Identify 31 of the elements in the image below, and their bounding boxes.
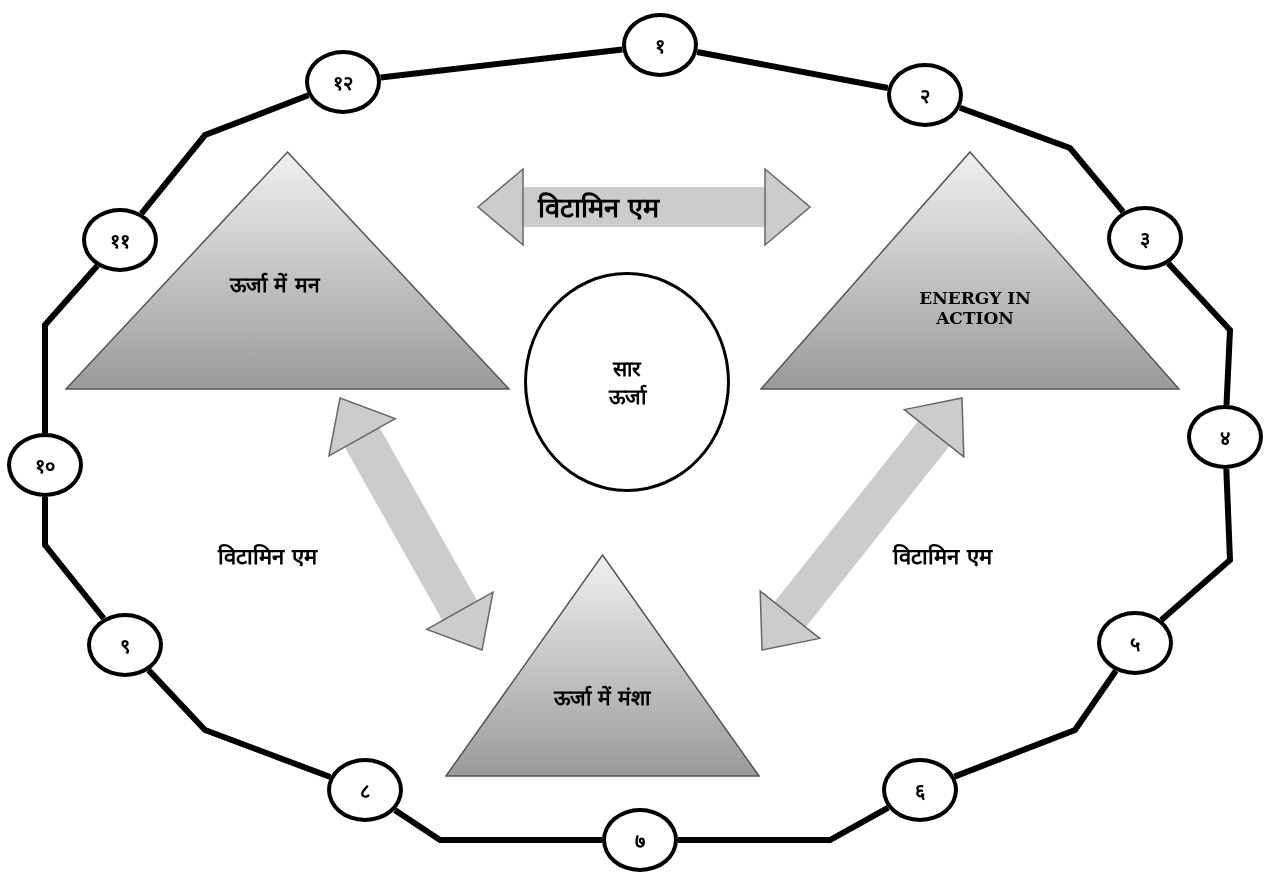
ring-line bbox=[696, 49, 889, 91]
number-oval: १२ bbox=[305, 50, 381, 114]
number-oval: ६ bbox=[882, 758, 958, 822]
number-oval: ५ bbox=[1097, 611, 1173, 675]
number-oval: ९ bbox=[87, 613, 163, 677]
ring-line bbox=[678, 804, 890, 843]
ring-line bbox=[42, 497, 107, 621]
number-oval: ४ bbox=[1187, 405, 1263, 469]
number-oval: ७ bbox=[602, 808, 678, 872]
ring-line bbox=[958, 104, 1126, 214]
triangle-label: ऊर्जा में मन bbox=[228, 271, 322, 298]
ring-line bbox=[953, 669, 1119, 780]
ring-line bbox=[393, 807, 602, 843]
number-oval: ११ bbox=[82, 208, 158, 272]
double-arrow bbox=[477, 168, 811, 246]
double-arrow bbox=[328, 397, 494, 651]
ring-line bbox=[42, 263, 100, 433]
ring-line bbox=[380, 46, 623, 81]
center-circle: सार ऊर्जा bbox=[524, 272, 730, 492]
ring-line bbox=[1166, 261, 1234, 406]
ring-line bbox=[146, 668, 332, 780]
number-oval: १० bbox=[7, 433, 83, 497]
number-oval: २ bbox=[887, 63, 963, 127]
double-arrow bbox=[759, 397, 965, 651]
triangle-label: ENERGY IN ACTION bbox=[918, 288, 1032, 328]
number-oval: १ bbox=[622, 13, 698, 77]
ring-line bbox=[139, 92, 310, 216]
ring-line bbox=[1159, 468, 1234, 623]
number-oval: ३ bbox=[1107, 206, 1183, 270]
triangle-label: ऊर्जा में मंशा bbox=[552, 684, 652, 711]
number-oval: ८ bbox=[327, 758, 403, 822]
